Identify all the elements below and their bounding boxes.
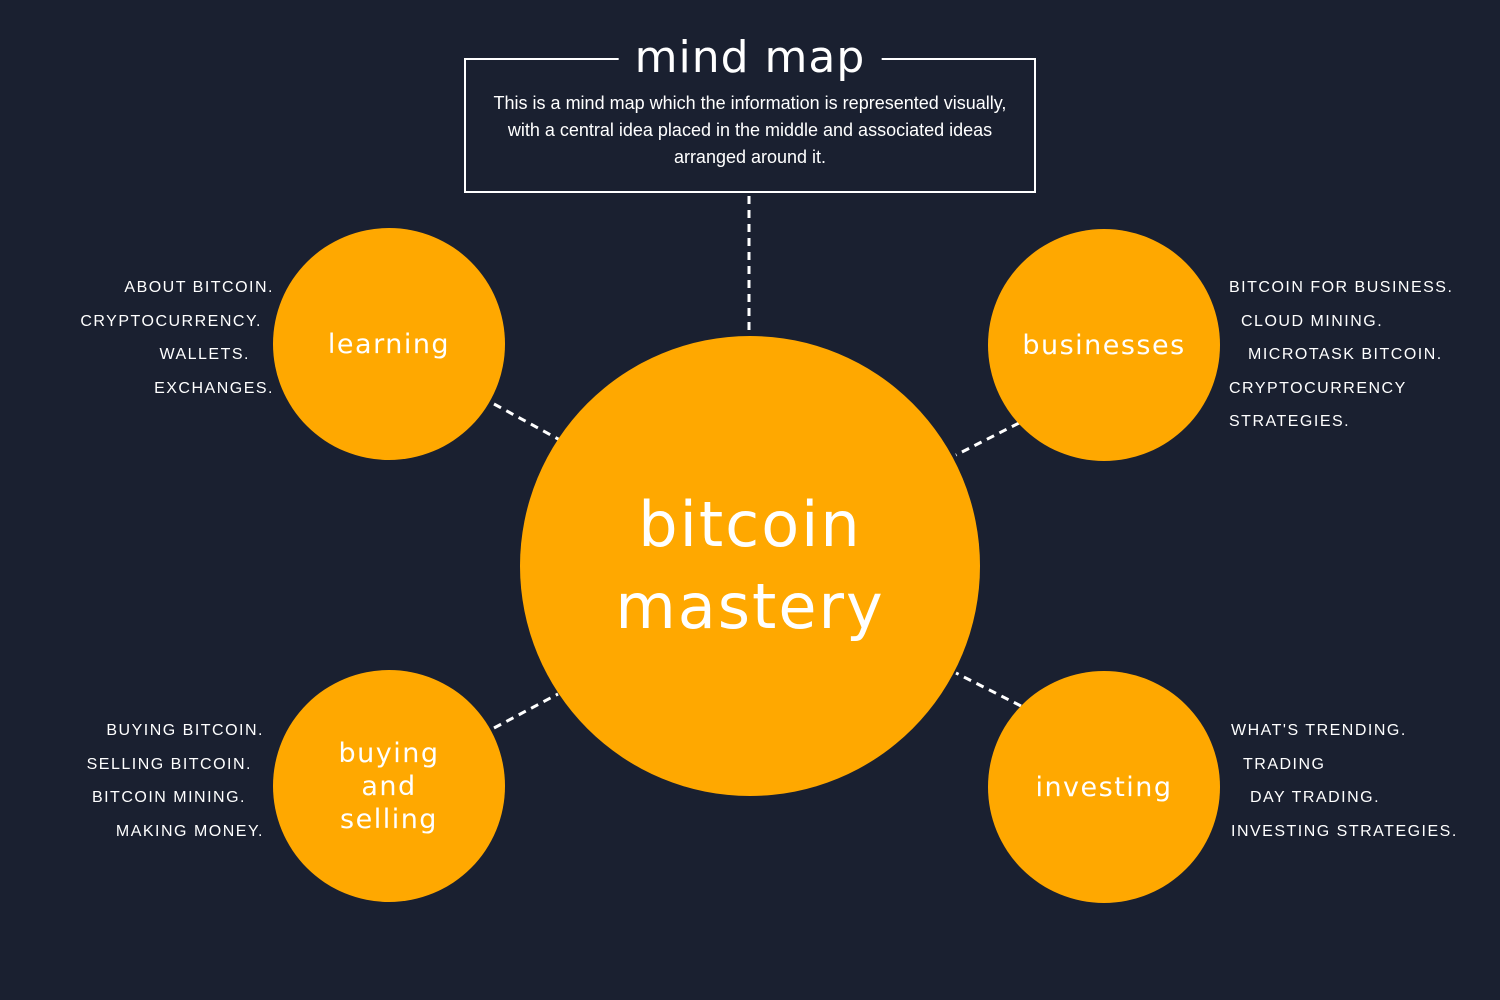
list-item: BUYING BITCOIN. (106, 722, 264, 739)
list-item: WHAT'S TRENDING. (1231, 722, 1407, 739)
investing-items: WHAT'S TRENDING. TRADING DAY TRADING. IN… (1231, 714, 1458, 848)
connector-investing-center (955, 671, 1022, 708)
central-node-label: bitcoin mastery (615, 488, 885, 643)
connector-learning-center (493, 402, 561, 442)
list-item: CRYPTOCURRENCY. (80, 312, 262, 330)
branch-node-label-businesses: businesses (1022, 329, 1186, 361)
intro-title: mind map (618, 32, 882, 84)
branch-node-learning: learning (273, 228, 505, 460)
list-item: MICROTASK BITCOIN. (1248, 346, 1443, 363)
branch-node-label-buying-selling: buying and selling (338, 737, 440, 835)
list-item: STRATEGIES. (1229, 413, 1351, 430)
branch-node-businesses: businesses (988, 229, 1220, 461)
connector-businesses-center (955, 421, 1020, 457)
list-item: MAKING MONEY. (115, 822, 264, 840)
list-item: DAY TRADING. (1250, 789, 1381, 806)
branch-node-investing: investing (988, 671, 1220, 903)
list-item: SELLING BITCOIN. (86, 755, 252, 773)
intro-text: This is a mind map which the information… (493, 93, 1007, 167)
branch-node-label-learning: learning (327, 328, 451, 360)
learning-items: ABOUT BITCOIN. CRYPTOCURRENCY. WALLETS. … (80, 271, 274, 405)
list-item: CLOUD MINING. (1241, 312, 1384, 330)
list-item: INVESTING STRATEGIES. (1231, 822, 1458, 840)
intro-box: mind map This is a mind map which the in… (464, 32, 1036, 193)
branch-node-label-investing: investing (1035, 771, 1173, 803)
list-item: EXCHANGES. (154, 379, 274, 397)
list-item: TRADING (1243, 755, 1326, 773)
branch-node-buying-selling: buying and selling (273, 670, 505, 902)
list-item: BITCOIN MINING. (91, 789, 246, 806)
list-item: WALLETS. (159, 346, 250, 363)
central-node: bitcoin mastery (520, 336, 980, 796)
connector-buying-center (493, 692, 559, 730)
list-item: CRYPTOCURRENCY (1229, 379, 1407, 397)
buying-selling-items: BUYING BITCOIN. SELLING BITCOIN. BITCOIN… (87, 714, 264, 848)
list-item: BITCOIN FOR BUSINESS. (1229, 279, 1454, 296)
businesses-items: BITCOIN FOR BUSINESS. CLOUD MINING. MICR… (1229, 271, 1453, 439)
list-item: ABOUT BITCOIN. (124, 279, 274, 296)
